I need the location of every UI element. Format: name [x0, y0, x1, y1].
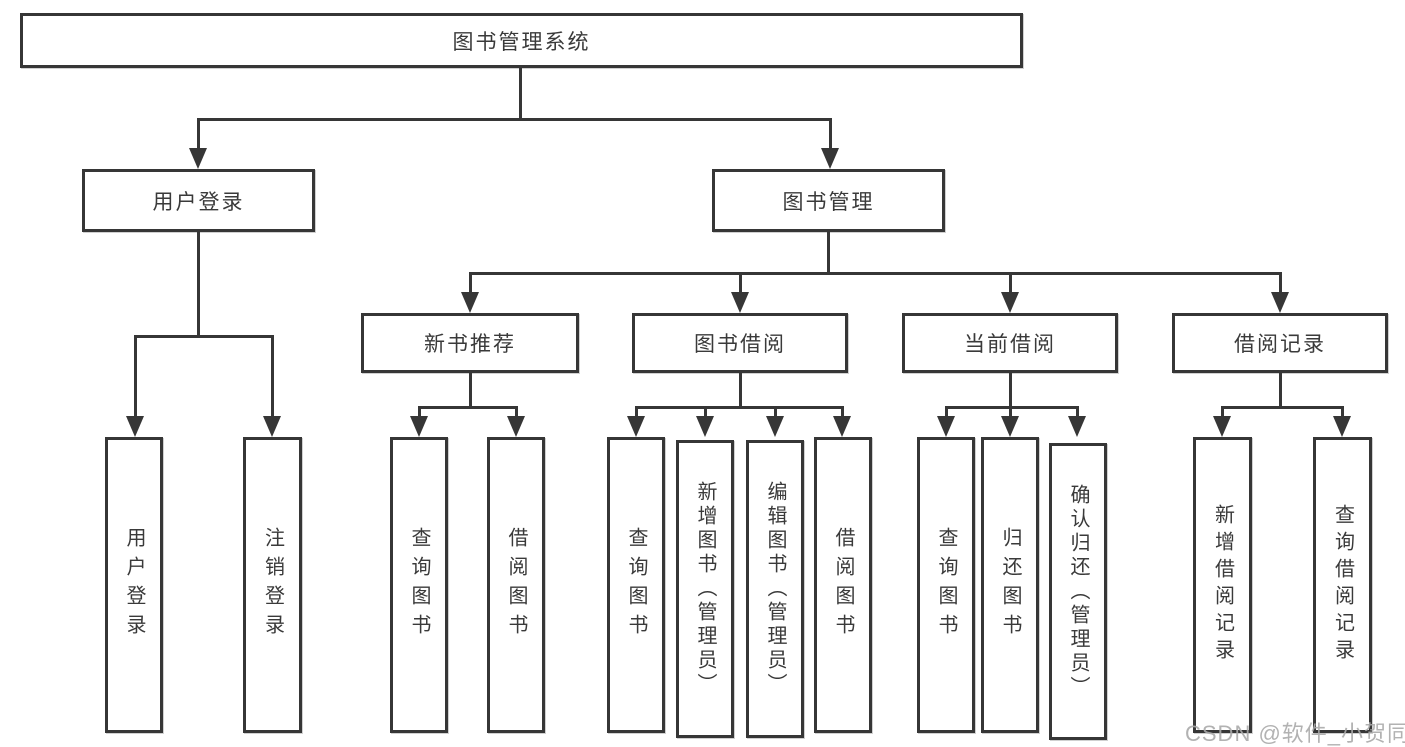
connector-drop — [515, 406, 518, 418]
node-current-borrow: 当前借阅 — [902, 313, 1118, 373]
node-book-borrow: 图书借阅 — [632, 313, 848, 373]
leaf-add-books-admin: 新增图书（管理员） — [676, 440, 734, 738]
arrow-new-books — [461, 292, 479, 313]
node-root: 图书管理系统 — [20, 13, 1023, 68]
connector-drop — [418, 406, 421, 418]
arrow-add-books — [696, 416, 714, 437]
connector-borrow-records-stem — [1279, 373, 1282, 409]
leaf-confirm-return-admin: 确认归还（管理员） — [1049, 443, 1107, 740]
connector-book-borrow-bus — [635, 406, 844, 409]
arrow-return-books — [1001, 416, 1019, 437]
connector-book-mgmt-bus — [469, 272, 1281, 275]
node-book-mgmt-label: 图书管理 — [782, 190, 875, 214]
leaf-query-books-1-label: 查询图书 — [408, 527, 430, 643]
connector-new-books-bus — [418, 406, 518, 409]
connector-drop — [1076, 406, 1079, 418]
arrow-book-mgmt — [821, 148, 839, 169]
leaf-add-borrow-record: 新增借阅记录 — [1193, 437, 1252, 733]
node-user-login: 用户登录 — [82, 169, 315, 232]
arrow-borrow-books-1 — [507, 416, 525, 437]
connector-borrow-records-bus — [1221, 406, 1343, 409]
arrow-edit-books — [766, 416, 784, 437]
arrow-book-borrow — [731, 292, 749, 313]
connector-drop-user-login — [197, 118, 200, 150]
connector-book-mgmt-stem — [827, 232, 830, 275]
connector-drop — [774, 406, 777, 418]
leaf-borrow-books-2-label: 借阅图书 — [832, 527, 854, 643]
connector-drop-login — [134, 335, 137, 418]
node-user-login-label: 用户登录 — [152, 190, 245, 214]
arrow-query-books-3 — [937, 416, 955, 437]
leaf-confirm-return-admin-label: 确认归还（管理员） — [1067, 483, 1089, 700]
connector-drop — [1221, 406, 1224, 418]
leaf-borrow-books-1: 借阅图书 — [487, 437, 545, 733]
arrow-current-borrow — [1001, 292, 1019, 313]
leaf-user-login-label: 用户登录 — [123, 527, 145, 643]
leaf-query-books-3: 查询图书 — [917, 437, 975, 733]
leaf-edit-books-admin-label: 编辑图书（管理员） — [764, 481, 786, 697]
connector-drop-new-books — [469, 272, 472, 294]
leaf-borrow-books-2: 借阅图书 — [814, 437, 872, 733]
leaf-query-borrow-record: 查询借阅记录 — [1313, 437, 1372, 733]
node-root-label: 图书管理系统 — [452, 30, 591, 54]
connector-drop — [704, 406, 707, 418]
connector-drop — [945, 406, 948, 418]
connector-drop-book-borrow — [739, 272, 742, 294]
connector-current-borrow-stem — [1009, 373, 1012, 409]
arrow-user-login — [189, 148, 207, 169]
connector-drop — [635, 406, 638, 418]
leaf-edit-books-admin: 编辑图书（管理员） — [746, 440, 804, 738]
node-book-mgmt: 图书管理 — [712, 169, 945, 232]
connector-drop-logout — [271, 335, 274, 418]
leaf-query-books-3-label: 查询图书 — [935, 527, 957, 643]
connector-drop — [841, 406, 844, 418]
leaf-query-books-2: 查询图书 — [607, 437, 665, 733]
connector-book-borrow-stem — [739, 373, 742, 409]
arrow-query-books-2 — [627, 416, 645, 437]
connector-drop-book-mgmt — [829, 118, 832, 150]
connector-user-login-bus — [134, 335, 274, 338]
node-book-borrow-label: 图书借阅 — [694, 333, 786, 356]
leaf-query-books-1: 查询图书 — [390, 437, 448, 733]
leaf-return-books-label: 归还图书 — [999, 527, 1021, 643]
leaf-return-books: 归还图书 — [981, 437, 1039, 733]
connector-drop-current-borrow — [1009, 272, 1012, 294]
node-borrow-records-label: 借阅记录 — [1234, 333, 1326, 356]
arrow-query-books-1 — [410, 416, 428, 437]
arrow-query-borrow-record — [1333, 416, 1351, 437]
arrow-confirm-return — [1068, 416, 1086, 437]
leaf-borrow-books-1-label: 借阅图书 — [505, 527, 527, 643]
arrow-borrow-books-2 — [833, 416, 851, 437]
arrow-login — [126, 416, 144, 437]
connector-current-borrow-bus — [945, 406, 1079, 409]
connector-root-stem — [519, 68, 522, 121]
leaf-add-books-admin-label: 新增图书（管理员） — [694, 481, 716, 697]
node-new-books: 新书推荐 — [361, 313, 579, 373]
leaf-query-books-2-label: 查询图书 — [625, 527, 647, 643]
connector-new-books-stem — [469, 373, 472, 409]
connector-drop — [1009, 406, 1012, 418]
node-current-borrow-label: 当前借阅 — [964, 333, 1056, 356]
leaf-user-login: 用户登录 — [105, 437, 163, 733]
leaf-logout: 注销登录 — [243, 437, 302, 733]
arrow-add-borrow-record — [1213, 416, 1231, 437]
leaf-logout-label: 注销登录 — [261, 527, 284, 643]
connector-root-bus — [197, 118, 832, 121]
arrow-logout — [263, 416, 281, 437]
leaf-query-borrow-record-label: 查询借阅记录 — [1331, 504, 1354, 666]
connector-user-login-stem — [197, 232, 200, 338]
watermark: CSDN @软件_小贺同学 — [1185, 721, 1405, 746]
connector-drop — [1341, 406, 1344, 418]
arrow-borrow-records — [1271, 292, 1289, 313]
leaf-add-borrow-record-label: 新增借阅记录 — [1211, 504, 1234, 666]
node-new-books-label: 新书推荐 — [424, 333, 516, 356]
connector-drop-borrow-records — [1279, 272, 1282, 294]
node-borrow-records: 借阅记录 — [1172, 313, 1388, 373]
